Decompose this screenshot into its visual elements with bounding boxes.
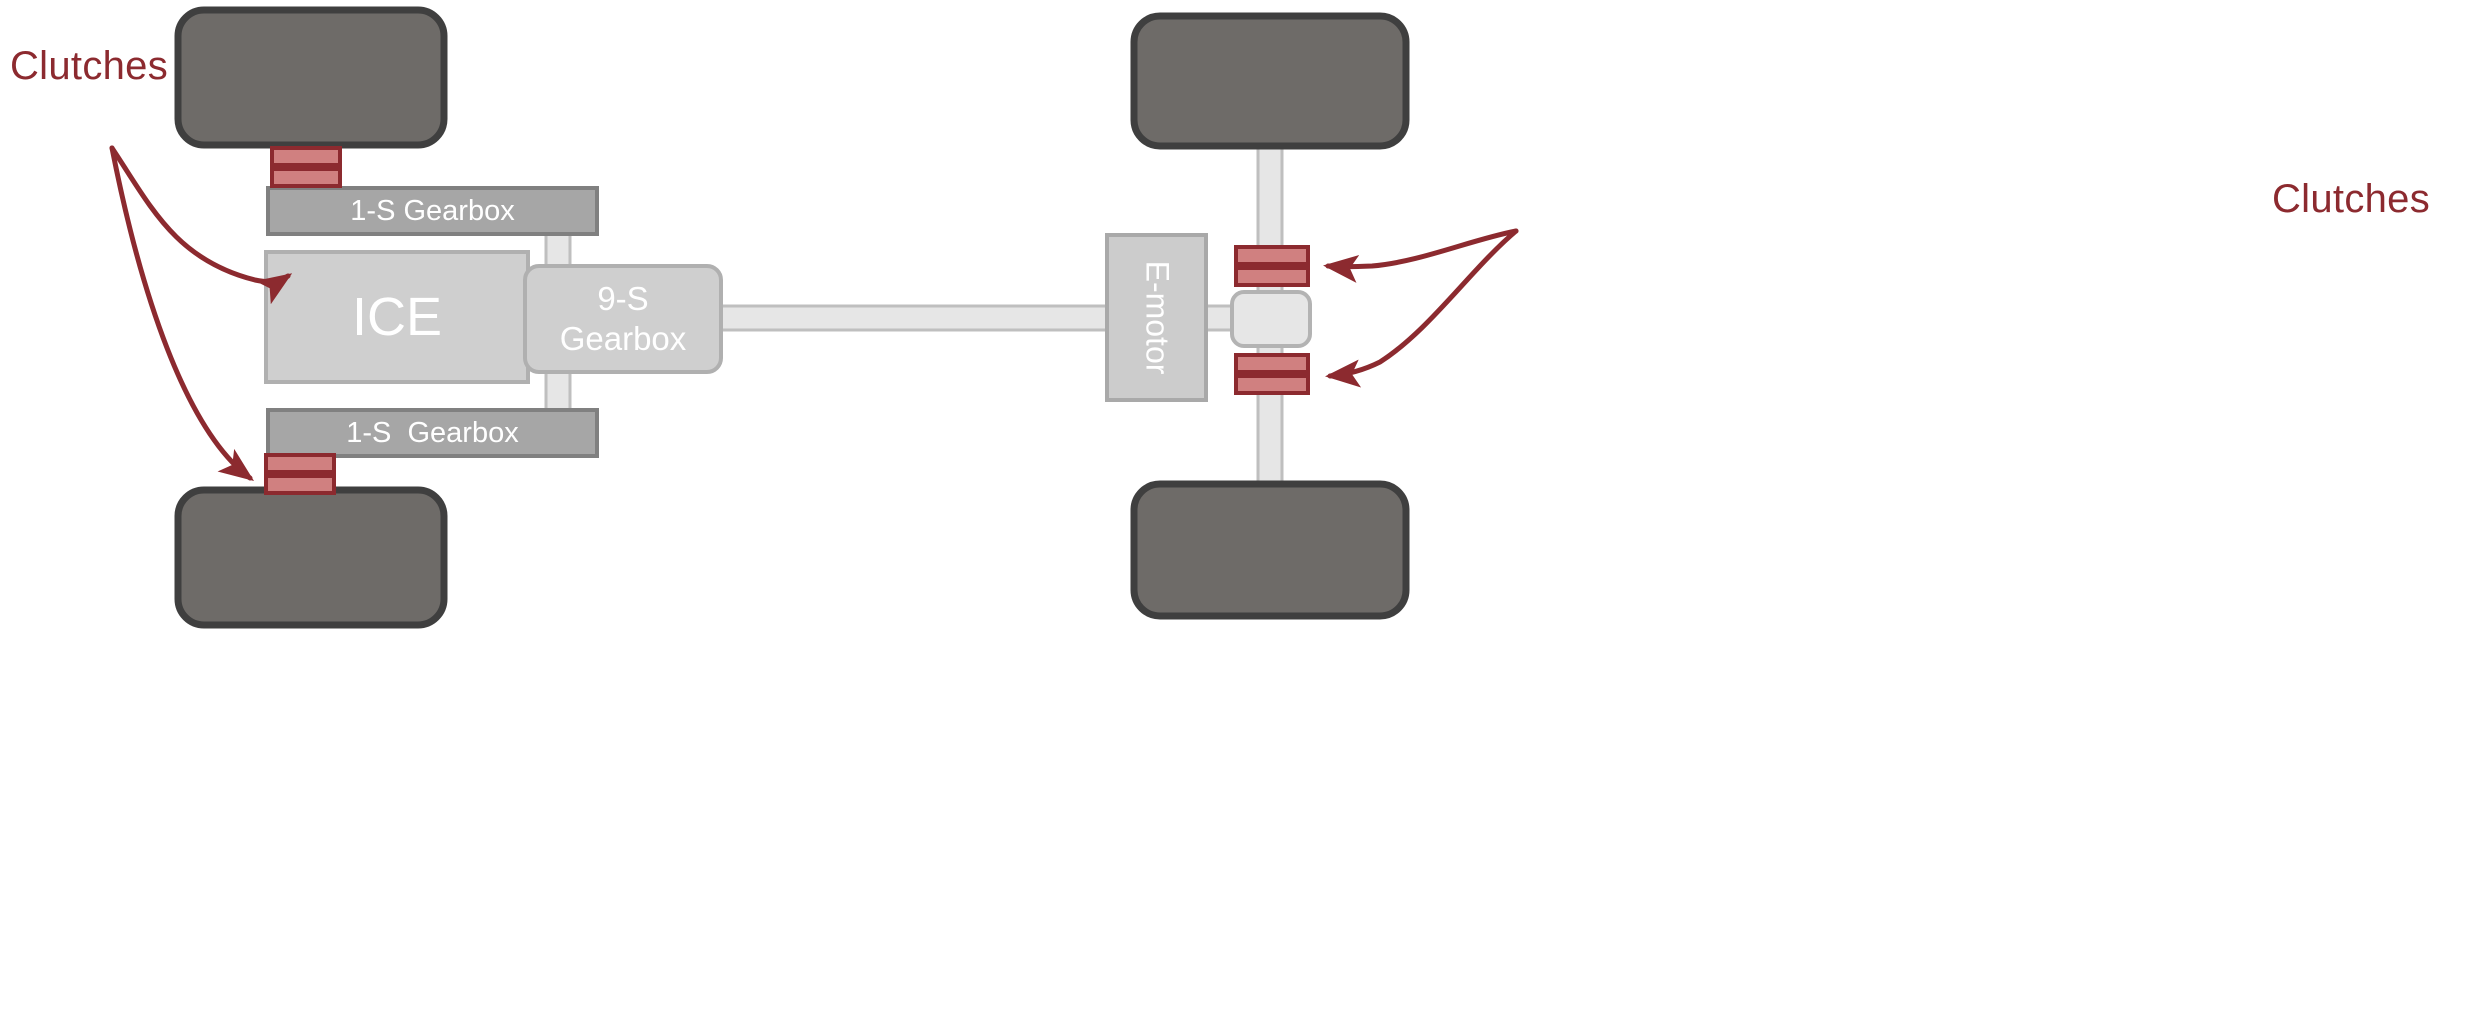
clutch-plate bbox=[1234, 374, 1310, 395]
wheel-front-right bbox=[1130, 12, 1410, 150]
clutch-plate bbox=[1234, 266, 1310, 287]
e-motor-label-wrap: E-motor bbox=[1107, 235, 1206, 400]
e-motor-label: E-motor bbox=[1139, 260, 1176, 375]
clutch-front-right bbox=[1234, 245, 1310, 287]
clutch-plate bbox=[1234, 245, 1310, 266]
gearbox-9s-label-line2: Gearbox bbox=[559, 320, 687, 357]
e-motor-block bbox=[1105, 233, 1208, 402]
wheel-rear-left bbox=[174, 486, 448, 629]
clutch-plate bbox=[264, 453, 336, 474]
gearbox-1s-top-label: 1-S Gearbox bbox=[350, 195, 515, 227]
wheel-front-left bbox=[174, 6, 448, 149]
ice-label: ICE bbox=[351, 287, 443, 347]
clutch-front-left bbox=[270, 146, 342, 188]
gearbox-9s-block bbox=[523, 264, 723, 374]
annotation-label-clutches-left: Clutches bbox=[10, 44, 169, 88]
arrow-clutches-right-lower bbox=[1325, 228, 1519, 388]
arrow-clutches-left-upper bbox=[109, 145, 293, 305]
clutch-plate bbox=[270, 167, 342, 188]
annotation-arrows bbox=[109, 145, 1519, 481]
gearbox-9s-label-line1: 9-S bbox=[597, 279, 649, 317]
gearbox-1s-bottom-label: 1-S Gearbox bbox=[346, 417, 519, 449]
gearbox-1s-bottom bbox=[266, 408, 599, 458]
gearbox-1s-top bbox=[266, 186, 599, 236]
arrow-clutches-right-upper bbox=[1323, 228, 1519, 283]
arrow-clutches-left-lower bbox=[109, 145, 255, 481]
clutch-rear-left bbox=[264, 453, 336, 495]
clutch-plate bbox=[264, 474, 336, 495]
annotation-label-clutches-right: Clutches bbox=[2272, 177, 2431, 221]
clutch-plate bbox=[1234, 353, 1310, 374]
shaft-propshaft bbox=[704, 304, 1123, 332]
differential-block bbox=[1230, 290, 1312, 348]
clutch-rear-right bbox=[1234, 353, 1310, 395]
gearbox-9s-label: 9-S Gearbox bbox=[525, 266, 721, 372]
wheel-rear-right bbox=[1130, 480, 1410, 620]
ice-block bbox=[264, 250, 530, 384]
clutch-plate bbox=[270, 146, 342, 167]
